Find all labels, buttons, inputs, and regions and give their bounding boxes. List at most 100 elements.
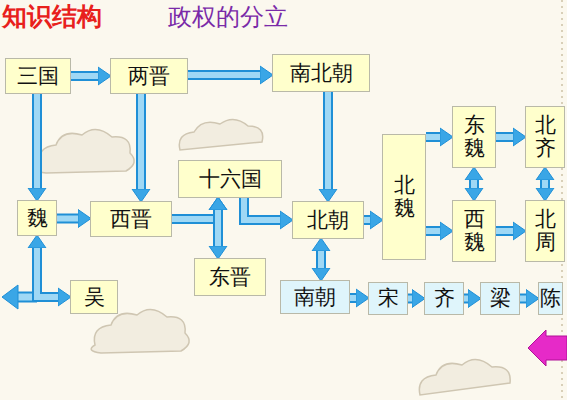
arrow-outline	[172, 210, 218, 219]
succession-arrow	[408, 298, 412, 299]
arrow-fill	[496, 134, 513, 140]
succession-arrow	[218, 210, 219, 246]
regime-name: 齐	[434, 286, 455, 310]
regime-name: 十六国	[199, 167, 262, 191]
succession-arrow	[57, 218, 78, 219]
arrow-outline	[520, 294, 526, 304]
arrow-outline	[464, 294, 468, 304]
succession-arrow	[328, 92, 329, 189]
nav-arrow	[528, 330, 567, 366]
regime-box: 梁	[480, 282, 520, 315]
arrow-fill	[408, 296, 412, 302]
arrow-outline	[496, 226, 513, 236]
arrow-outline	[244, 198, 280, 220]
regime-name: 陈	[540, 286, 561, 310]
arrow-fill	[464, 296, 468, 302]
arrow-fill	[57, 216, 78, 222]
arrow-fill	[318, 251, 324, 268]
regime-name: 西魏	[464, 208, 485, 254]
arrow-fill	[496, 228, 513, 234]
arrow-outline	[316, 251, 326, 268]
regime-name: 宋	[378, 286, 399, 310]
succession-arrow	[426, 137, 440, 138]
regime-name: 两晋	[128, 64, 170, 88]
regime-box: 十六国	[178, 160, 282, 198]
regime-box: 陈	[538, 282, 563, 315]
arrow-outline	[426, 132, 440, 142]
section-label: 知识结构	[2, 0, 102, 33]
arrow-outline	[37, 248, 58, 297]
regime-column: 北魏	[382, 134, 426, 260]
succession-arrow	[474, 180, 475, 188]
arrow-outline	[32, 94, 42, 188]
succession-arrow	[71, 76, 98, 77]
arrow-fill	[350, 295, 356, 301]
regime-name: 东晋	[209, 265, 251, 289]
arrow-fill	[426, 228, 440, 234]
regime-name: 西晋	[110, 207, 152, 231]
succession-arrow	[188, 75, 260, 76]
regime-name: 魏	[27, 206, 48, 230]
arrow-outline	[71, 71, 98, 81]
arrow-fill	[244, 198, 280, 220]
regime-box: 南北朝	[272, 54, 370, 92]
regime-column: 西魏	[452, 200, 496, 262]
arrow-fill	[542, 180, 548, 188]
regime-box: 北朝	[292, 201, 364, 239]
succession-arrow	[350, 298, 356, 299]
regime-column: 北齐	[525, 106, 565, 168]
regime-box: 宋	[368, 282, 408, 315]
succession-arrow	[364, 220, 370, 221]
arrow-outline	[57, 214, 78, 224]
arrow-outline	[496, 132, 513, 142]
arrow-fill	[364, 217, 370, 223]
arrow-outline	[323, 92, 333, 189]
regime-name: 北齐	[535, 114, 556, 160]
arrow-outline	[426, 226, 440, 236]
arrow-outline	[136, 94, 146, 189]
succession-arrow	[464, 298, 468, 299]
succession-arrow	[520, 298, 526, 299]
arrow-fill	[471, 180, 477, 188]
connector-group	[37, 75, 545, 299]
succession-arrow	[496, 137, 513, 138]
regime-box: 南朝	[280, 280, 350, 314]
regime-name: 梁	[490, 286, 511, 310]
regime-name: 东魏	[464, 114, 485, 160]
succession-arrow	[426, 231, 440, 232]
regime-box: 西晋	[90, 201, 172, 237]
arrow-outline	[213, 210, 223, 246]
arrow-fill	[172, 210, 218, 219]
succession-arrow	[37, 248, 58, 297]
arrow-fill	[426, 134, 440, 140]
succession-arrow	[141, 94, 142, 189]
arrow-fill	[71, 73, 98, 79]
regime-name: 吴	[84, 285, 105, 309]
side-arrow	[2, 285, 37, 309]
arrow-fill	[188, 72, 260, 78]
arrow-outline	[408, 294, 412, 304]
cloud	[36, 119, 510, 395]
succession-arrow	[321, 251, 322, 268]
arrow-fill	[520, 296, 526, 302]
arrow-outline	[188, 70, 260, 80]
diagram-title: 政权的分立	[168, 1, 288, 33]
arrow-fill	[138, 94, 144, 189]
arrow-fill	[37, 248, 58, 297]
regime-box: 东晋	[194, 258, 266, 296]
regime-name: 北周	[535, 208, 556, 254]
arrow-outline	[469, 180, 479, 188]
regime-box: 三国	[5, 58, 71, 94]
succession-arrow	[496, 231, 513, 232]
regime-name: 南北朝	[290, 61, 353, 85]
arrow-fill	[215, 210, 221, 246]
regime-name: 南朝	[294, 285, 336, 309]
regime-name: 北魏	[394, 174, 415, 220]
regime-name: 北朝	[307, 208, 349, 232]
regime-column: 东魏	[452, 106, 496, 168]
arrow-outline	[540, 180, 550, 188]
regime-box: 吴	[70, 280, 118, 314]
arrow-outline	[350, 293, 356, 303]
